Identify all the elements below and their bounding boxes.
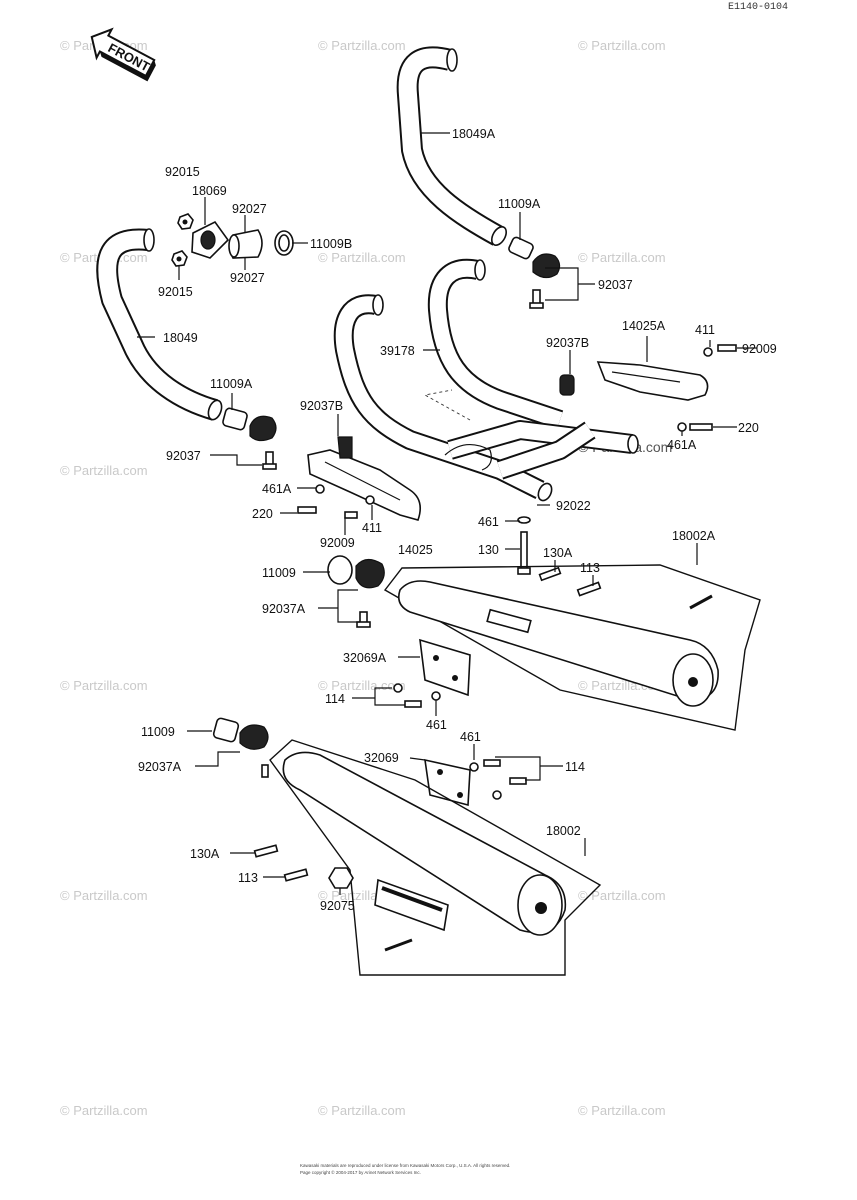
bolt-130	[517, 516, 531, 575]
collector-pipe-39178	[333, 258, 639, 502]
callout-92027: 92027	[232, 202, 267, 216]
nut-92015-top	[177, 213, 194, 230]
muffler-18002	[253, 739, 602, 976]
callout-18049: 18049	[163, 331, 198, 345]
callout-18049A: 18049A	[452, 127, 496, 141]
header-pipe-18049	[96, 228, 223, 421]
callout-461A: 461A	[262, 482, 292, 496]
callout-18069: 18069	[192, 184, 227, 198]
leader-lines	[137, 132, 757, 895]
watermark: © Partzilla.com	[318, 678, 406, 693]
callout-461: 461	[426, 718, 447, 732]
callout-92037A: 92037A	[138, 760, 182, 774]
callout-461: 461	[460, 730, 481, 744]
callout-92027: 92027	[230, 271, 265, 285]
watermark: © Partzilla.com	[60, 678, 148, 693]
callout-92009: 92009	[742, 342, 777, 356]
gasket-11009A-top	[508, 236, 534, 260]
callout-411: 411	[362, 521, 382, 535]
watermark: © Partzilla.com	[578, 250, 666, 265]
ring-11009B	[274, 230, 294, 256]
bolt-130A-top	[538, 566, 562, 582]
callout-39178: 39178	[380, 344, 415, 358]
callout-92037A: 92037A	[262, 602, 306, 616]
callout-11009B: 11009B	[310, 237, 352, 251]
callout-113: 113	[238, 871, 258, 885]
callout-92037: 92037	[166, 449, 201, 463]
callout-461: 461	[478, 515, 499, 529]
nut-92015-bottom	[171, 250, 188, 267]
gasket-11009-bottom	[212, 717, 269, 778]
watermark: © Partzilla.com	[318, 1103, 406, 1118]
watermark: © Partzilla.com	[578, 1103, 666, 1118]
callout-14025: 14025	[398, 543, 433, 557]
callout-11009: 11009	[141, 725, 175, 739]
callout-18002A: 18002A	[672, 529, 716, 543]
callout-92015: 92015	[165, 165, 200, 179]
callout-92037: 92037	[598, 278, 633, 292]
callout-461A: 461A	[667, 438, 697, 452]
callout-130: 130	[478, 543, 499, 557]
callout-92009: 92009	[320, 536, 355, 550]
bracket-32069	[424, 758, 527, 807]
callout-92022: 92022	[556, 499, 591, 513]
diagram-reference: E1140-0104	[728, 2, 788, 13]
watermark: © Partzilla.com	[60, 1103, 148, 1118]
gasket-11009A-left	[222, 407, 248, 431]
callout-130A: 130A	[543, 546, 573, 560]
clamp-92037-top	[529, 253, 561, 309]
callout-130A: 130A	[190, 847, 220, 861]
watermark: © Partzilla.com	[578, 888, 666, 903]
callout-11009A: 11009A	[210, 377, 253, 391]
callout-18002: 18002	[546, 824, 581, 838]
heat-shield-14025A	[559, 344, 737, 432]
gasket-11009-mid	[327, 555, 385, 628]
callout-32069: 32069	[364, 751, 399, 765]
bolt-113-bottom	[283, 868, 309, 882]
copyright-line-1: Kawasaki materials are reproduced under …	[300, 1163, 510, 1168]
bracket-32069A	[393, 638, 471, 708]
watermark: © Partzilla.com	[318, 38, 406, 53]
callout-92075: 92075	[320, 899, 355, 913]
callout-113: 113	[580, 561, 600, 575]
callout-14025A: 14025A	[622, 319, 666, 333]
copyright-line-2: Page copyright © 2004-2017 by Arinet Net…	[300, 1169, 421, 1175]
bolt-113-top	[576, 581, 602, 597]
callout-114: 114	[565, 760, 585, 774]
callout-11009A: 11009A	[498, 197, 541, 211]
callout-92037B: 92037B	[546, 336, 589, 350]
clamp-92037B-right	[559, 374, 575, 396]
watermark: © Partzilla.com	[60, 463, 148, 478]
flange-18069	[191, 220, 230, 259]
clamp-92037A-mid	[355, 558, 385, 589]
watermark: © Partzilla.com	[578, 38, 666, 53]
clamp-92037B-left	[337, 436, 353, 459]
muffler-18002A	[383, 564, 761, 731]
nut-92075	[328, 867, 354, 889]
clamp-92037A-bottom	[239, 724, 269, 750]
heat-shield-14025	[297, 436, 421, 521]
watermark: © Partzilla.com	[318, 250, 406, 265]
callout-411: 411	[695, 323, 715, 337]
callout-11009: 11009	[262, 566, 296, 580]
callout-labels: 18049A 11009A 92037 92015 18069 92027 11…	[138, 127, 777, 913]
callout-114: 114	[325, 692, 345, 706]
callout-92037B: 92037B	[300, 399, 343, 413]
bolt-130A-bottom	[253, 844, 279, 858]
callout-220: 220	[252, 507, 273, 521]
callout-32069A: 32069A	[343, 651, 387, 665]
callout-220: 220	[738, 421, 759, 435]
callout-92015: 92015	[158, 285, 193, 299]
watermark: © Partzilla.com	[60, 888, 148, 903]
header-pipe-18049A	[396, 46, 508, 246]
clamp-92037-left	[249, 415, 277, 470]
front-arrow-icon: FRONT	[90, 27, 156, 82]
collar-92027	[228, 229, 263, 259]
